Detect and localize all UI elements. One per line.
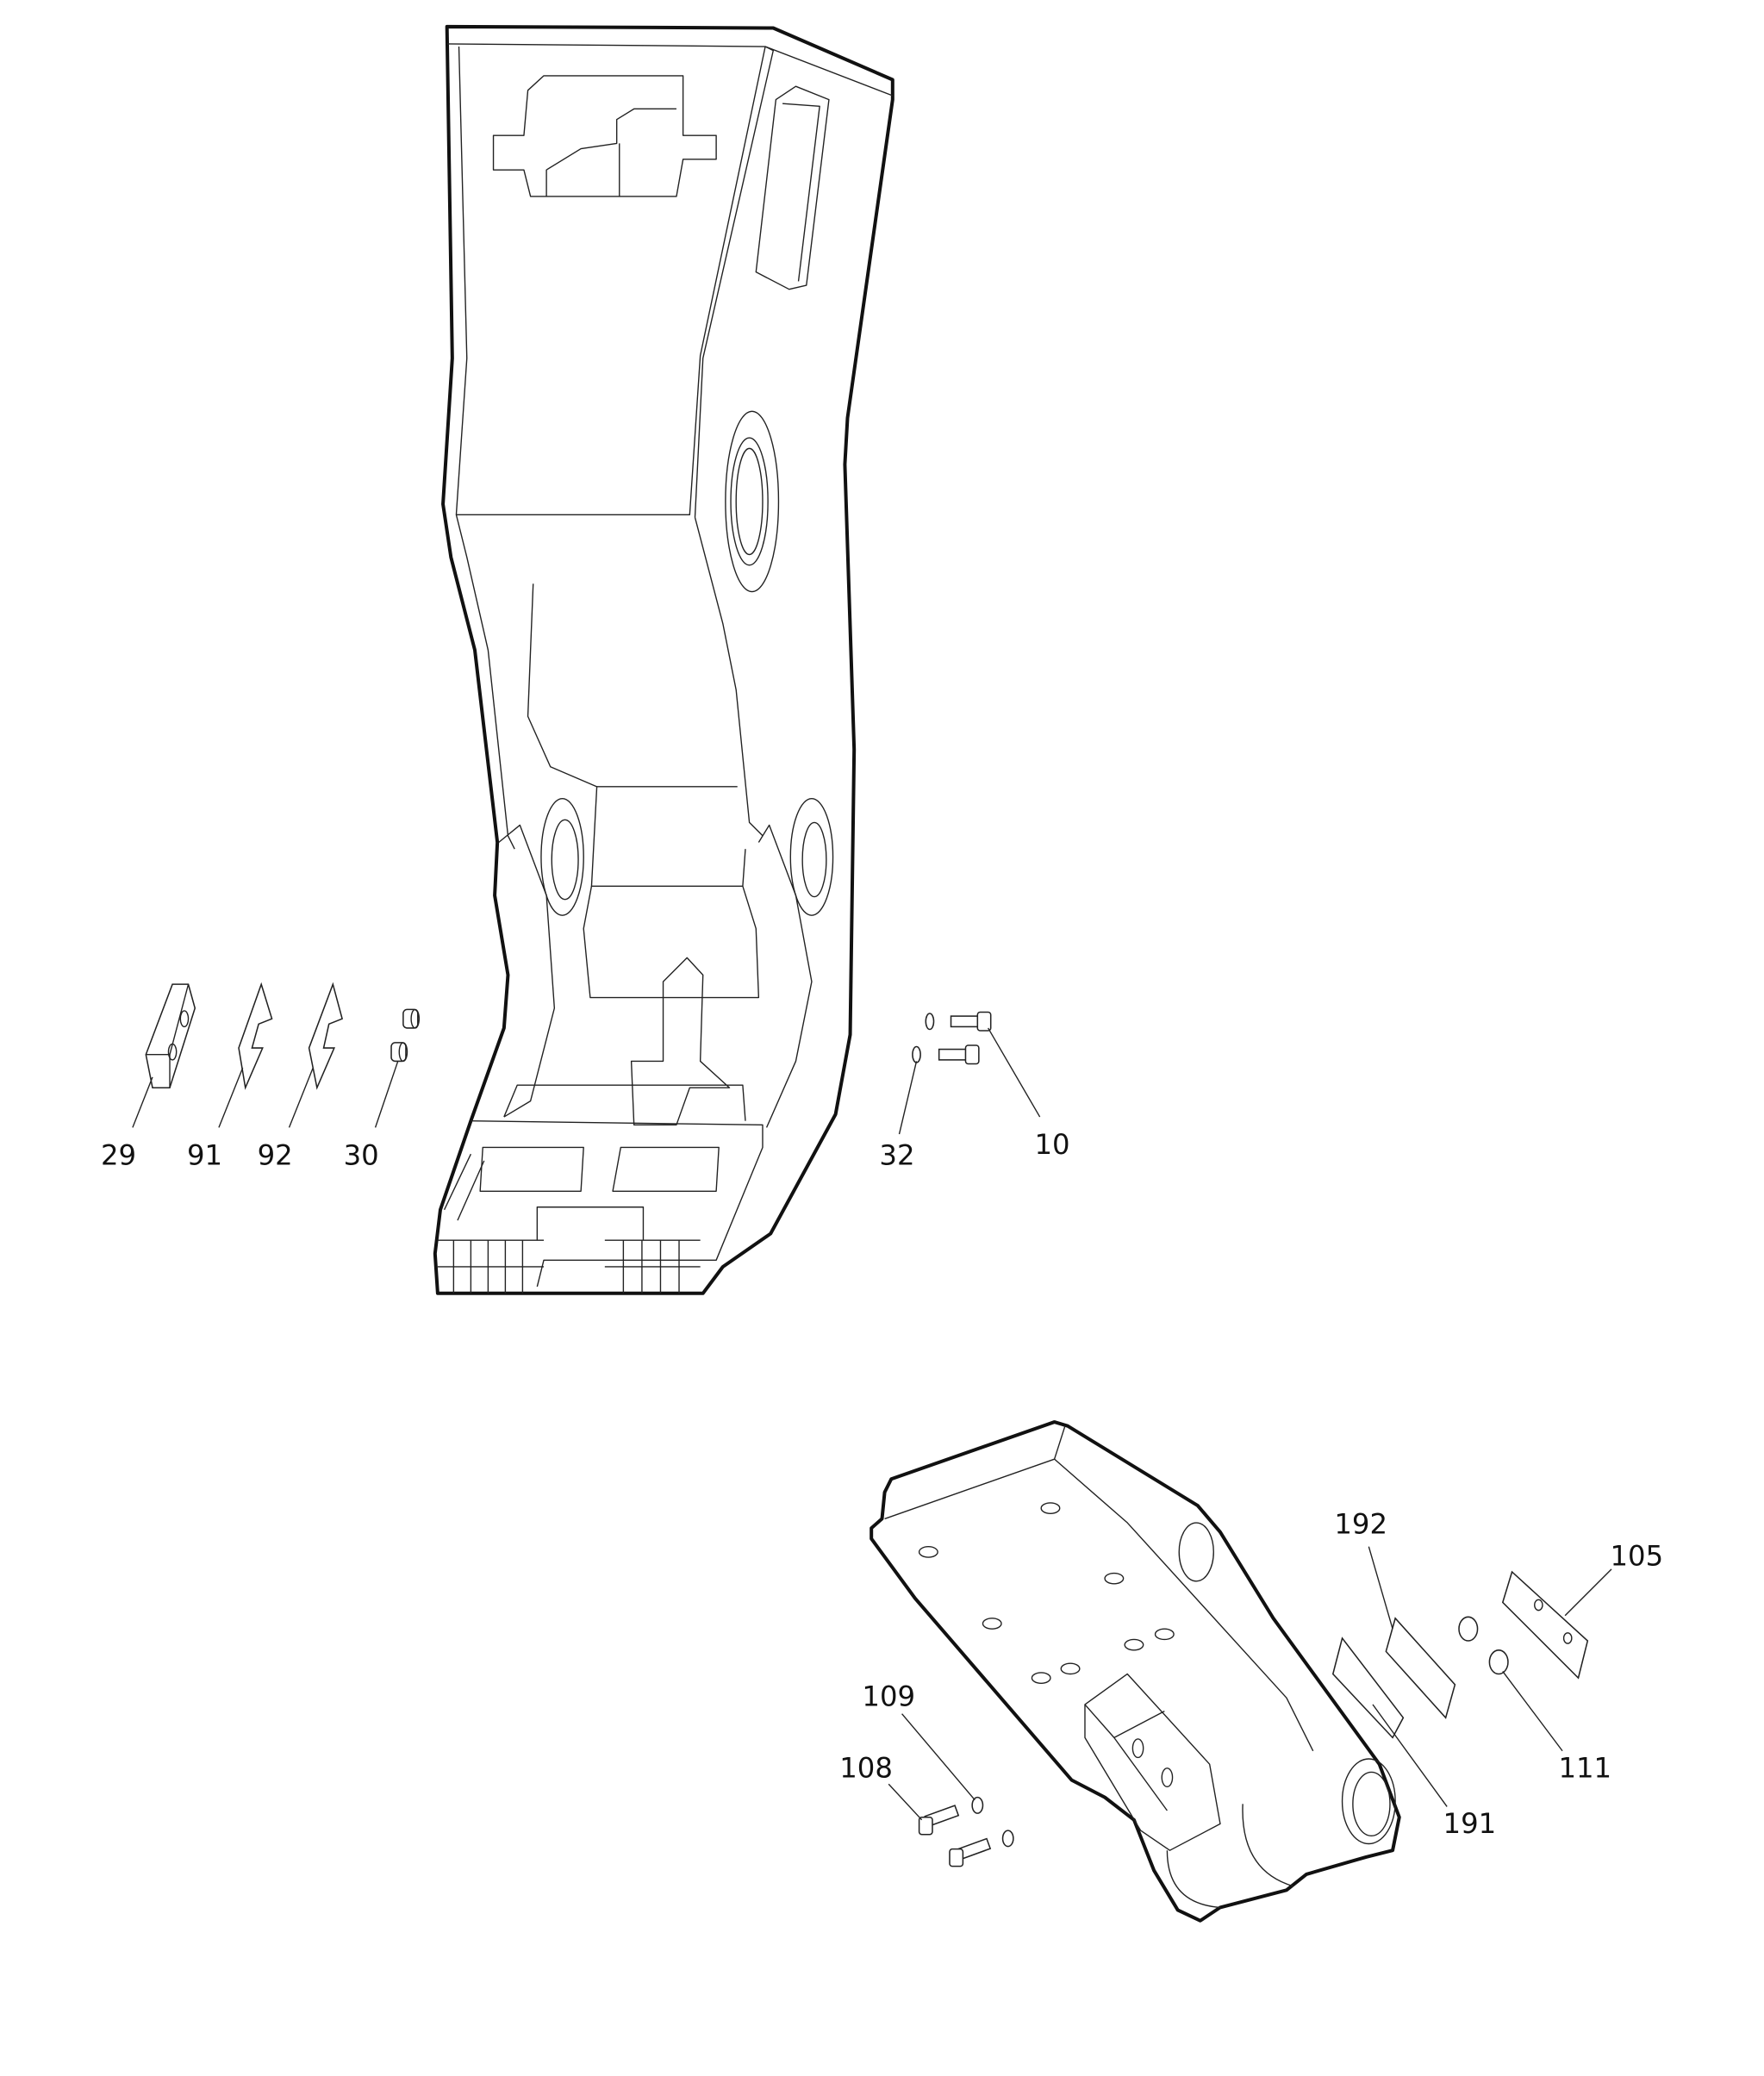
callout-92: 92	[258, 1138, 293, 1171]
leader-lines	[132, 1027, 1612, 1821]
part-105-plate	[1501, 1570, 1589, 1680]
part-192-shim	[1385, 1617, 1456, 1719]
part-30-bushings	[390, 1008, 421, 1063]
callout-192: 192	[1334, 1507, 1387, 1540]
callout-109: 109	[862, 1680, 915, 1712]
callout-30: 30	[344, 1138, 379, 1171]
part-10-bolts	[938, 1011, 992, 1065]
callout-105: 105	[1610, 1539, 1663, 1572]
main-frame	[433, 24, 894, 1295]
part-109-washers	[971, 1796, 1014, 1848]
callout-108: 108	[839, 1752, 893, 1785]
callout-32: 32	[879, 1138, 914, 1171]
callout-111: 111	[1558, 1752, 1611, 1785]
lower-arm	[870, 1420, 1401, 1923]
part-191-shim	[1331, 1636, 1405, 1739]
callout-10: 10	[1034, 1128, 1069, 1161]
part-91-shim	[238, 982, 273, 1090]
callout-191: 191	[1443, 1807, 1497, 1840]
part-29-plate	[145, 983, 196, 1088]
callout-29: 29	[101, 1138, 136, 1171]
part-92-shim	[308, 982, 344, 1090]
part-111-bushings	[1458, 1616, 1509, 1675]
part-32-washers	[912, 1013, 935, 1063]
callout-91: 91	[187, 1138, 222, 1171]
part-108-bolts	[918, 1805, 992, 1867]
